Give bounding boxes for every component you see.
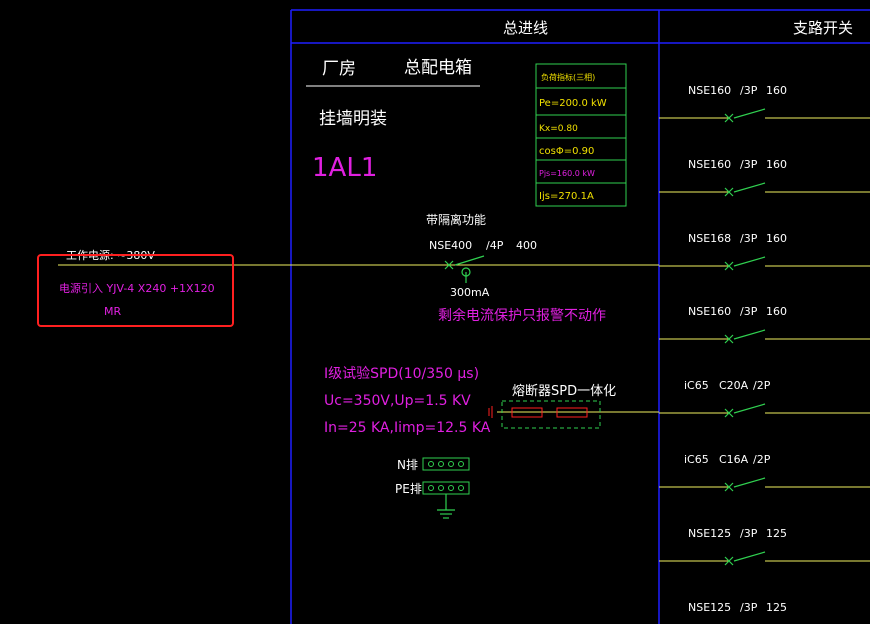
- branch-circuit: iC65 C16A/2P: [659, 453, 870, 492]
- breaker-symbol: [724, 477, 766, 492]
- branch-circuit: NSE125/3P 125: [659, 527, 870, 566]
- breaker-symbol: [724, 108, 766, 123]
- breaker-symbol: [724, 403, 766, 418]
- branch-spec: /3P: [740, 232, 758, 245]
- load-table: 负荷指标(三相) Pe=200.0 kW Kx=0.80 cosΦ=0.90 P…: [535, 63, 627, 207]
- branch-model: NSE125: [688, 601, 731, 614]
- main-breaker-note: 剩余电流保护只报警不动作: [438, 307, 606, 324]
- branch-circuit: NSE160/3P 160: [659, 305, 870, 344]
- branch-rating: /2P: [753, 379, 771, 392]
- panel-code: 1AL1: [312, 153, 377, 183]
- branch-model: iC65: [684, 453, 709, 466]
- n-busbar: [422, 457, 470, 471]
- branch-spec: C20A: [719, 379, 749, 392]
- branch-rating: 125: [766, 601, 787, 614]
- branch-model: NSE160: [688, 84, 731, 97]
- breaker-symbol: [724, 182, 766, 197]
- branch-model: iC65: [684, 379, 709, 392]
- spd-spec-line1: I级试验SPD(10/350 μs): [324, 366, 479, 382]
- panel-name: 总配电箱: [404, 58, 472, 78]
- branch-rating: 160: [766, 305, 787, 318]
- main-breaker-leakage: 300mA: [450, 286, 490, 299]
- main-breaker-model: NSE400: [429, 239, 472, 252]
- branch-model: NSE160: [688, 158, 731, 171]
- branch-circuit: NSE168/3P 160: [659, 232, 870, 271]
- panel-mounting: 挂墙明装: [319, 109, 387, 129]
- branch-spec: /3P: [740, 84, 758, 97]
- header-main-incoming: 总进线: [503, 19, 548, 37]
- branch-spec: /3P: [740, 305, 758, 318]
- load-table-row: Ijs=270.1A: [539, 191, 594, 202]
- spd-fuse-label: 熔断器SPD一体化: [512, 384, 616, 399]
- frame: [290, 9, 870, 624]
- load-table-row: Kx=0.80: [539, 124, 578, 134]
- breaker-symbol: [724, 551, 766, 566]
- branch-circuit: NSE160/3P 160: [659, 84, 870, 123]
- pe-busbar: [422, 481, 470, 495]
- highlight-box: [37, 254, 234, 327]
- spd-spec-line2: Uc=350V,Up=1.5 KV: [324, 393, 471, 409]
- branch-rating: /2P: [753, 453, 771, 466]
- branch-model: NSE125: [688, 527, 731, 540]
- pe-busbar-label: PE排: [395, 482, 422, 496]
- branch-spec: /3P: [740, 527, 758, 540]
- load-table-title: 负荷指标(三相): [541, 72, 595, 82]
- branch-circuit: NSE125/3P 125: [688, 601, 787, 614]
- source-cable: 电源引入 YJV-4 X240 +1X120: [59, 281, 215, 295]
- breaker-symbol: [724, 256, 766, 271]
- branch-rating: 160: [766, 84, 787, 97]
- branch-model: NSE168: [688, 232, 731, 245]
- branch-spec: /3P: [740, 601, 758, 614]
- branch-circuit: NSE160/3P 160: [659, 158, 870, 197]
- branch-rating: 160: [766, 158, 787, 171]
- branch-model: NSE160: [688, 305, 731, 318]
- main-breaker-function: 带隔离功能: [426, 212, 486, 227]
- breaker-symbol: [724, 329, 766, 344]
- main-breaker-symbol: [444, 255, 485, 283]
- panel-building: 厂房: [322, 59, 356, 79]
- branch-rating: 125: [766, 527, 787, 540]
- branch-rating: 160: [766, 232, 787, 245]
- main-breaker-poles: /4P: [486, 239, 504, 252]
- branch-circuit: iC65 C20A/2P: [659, 379, 870, 418]
- ground-icon: [437, 494, 455, 519]
- n-busbar-label: N排: [397, 458, 418, 472]
- main-breaker-rating: 400: [516, 239, 537, 252]
- header-branch-switches: 支路开关: [793, 19, 853, 37]
- spd-spec-line3: In=25 KA,Iimp=12.5 KA: [324, 420, 491, 436]
- load-table-row: Pjs=160.0 kW: [539, 169, 595, 178]
- load-table-row: cosΦ=0.90: [539, 146, 594, 157]
- load-table-row: Pe=200.0 kW: [539, 98, 607, 109]
- branch-spec: /3P: [740, 158, 758, 171]
- spd-fuse-symbol: [488, 400, 601, 429]
- branch-spec: C16A: [719, 453, 749, 466]
- source-laying: MR: [104, 305, 121, 318]
